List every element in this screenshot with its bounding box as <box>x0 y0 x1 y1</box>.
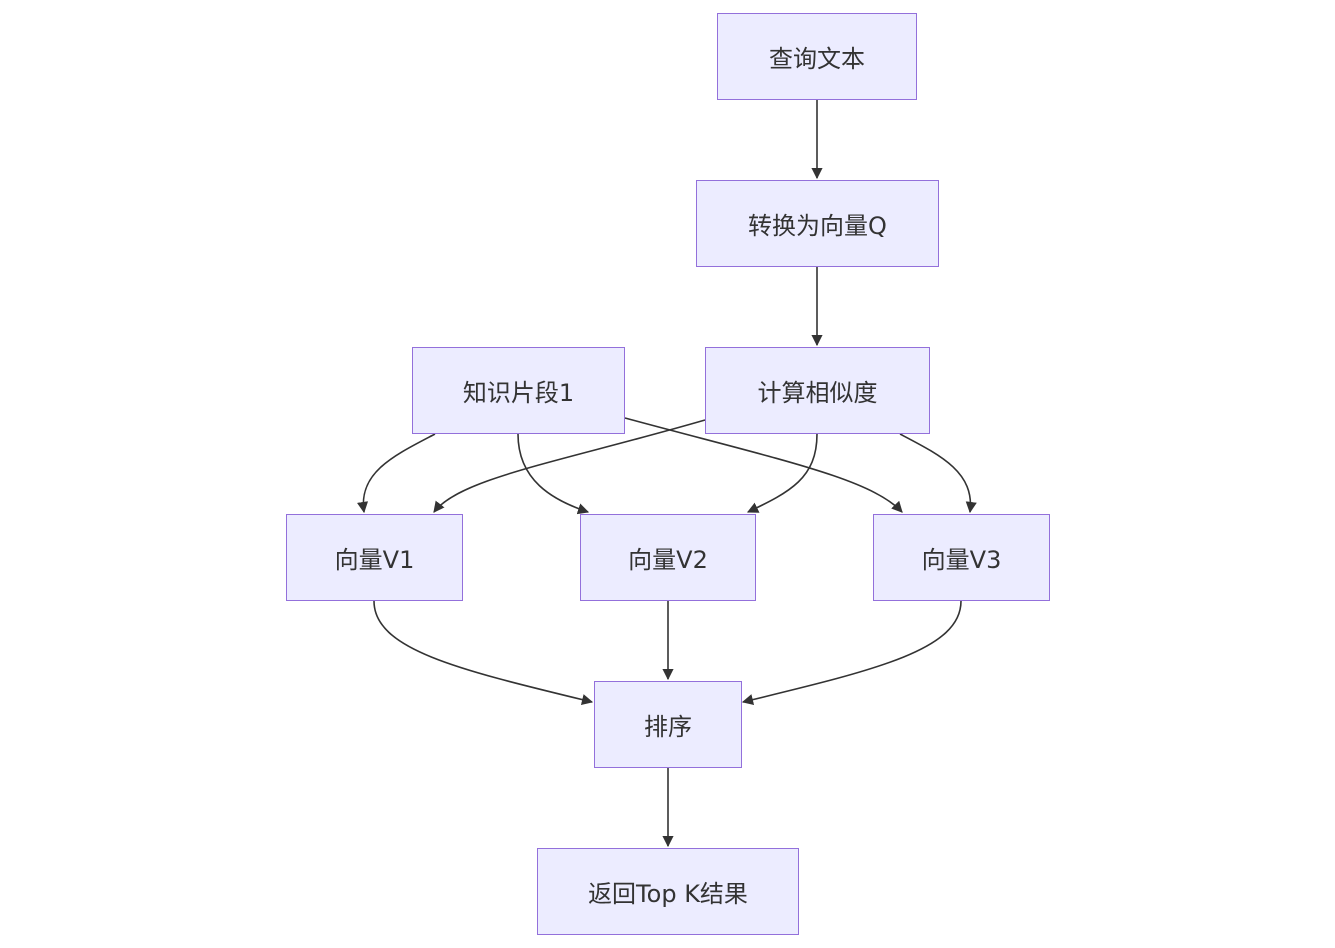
node-label: 排序 <box>644 713 692 741</box>
node-label: 查询文本 <box>769 45 865 73</box>
edge-v3-to-sort <box>741 600 962 706</box>
node-return-top-k: 返回Top K结果 <box>537 848 799 935</box>
edge-similarity-to-v2 <box>746 433 818 513</box>
node-label: 向量V3 <box>921 546 1002 574</box>
node-label: 知识片段1 <box>462 379 575 407</box>
node-compute-similarity: 计算相似度 <box>705 347 930 434</box>
edge-v1-to-sort <box>373 600 594 706</box>
edge-similarity-to-v1 <box>433 419 706 513</box>
node-label: 转换为向量Q <box>748 212 887 240</box>
node-vector-v1: 向量V1 <box>286 514 463 601</box>
node-vector-v2: 向量V2 <box>580 514 756 601</box>
edge-knowledge-to-v2 <box>517 433 590 515</box>
edge-similarity-to-v3 <box>899 433 977 514</box>
node-label: 向量V1 <box>334 546 415 574</box>
node-vector-v3: 向量V3 <box>873 514 1050 601</box>
node-query-text: 查询文本 <box>717 13 917 100</box>
edge-knowledge-to-v1 <box>356 433 436 514</box>
node-sort: 排序 <box>594 681 742 768</box>
node-label: 返回Top K结果 <box>588 880 748 908</box>
node-convert-to-vector: 转换为向量Q <box>696 180 939 267</box>
node-label: 计算相似度 <box>757 379 878 407</box>
node-label: 向量V2 <box>628 546 708 574</box>
node-knowledge-fragment: 知识片段1 <box>412 347 625 434</box>
